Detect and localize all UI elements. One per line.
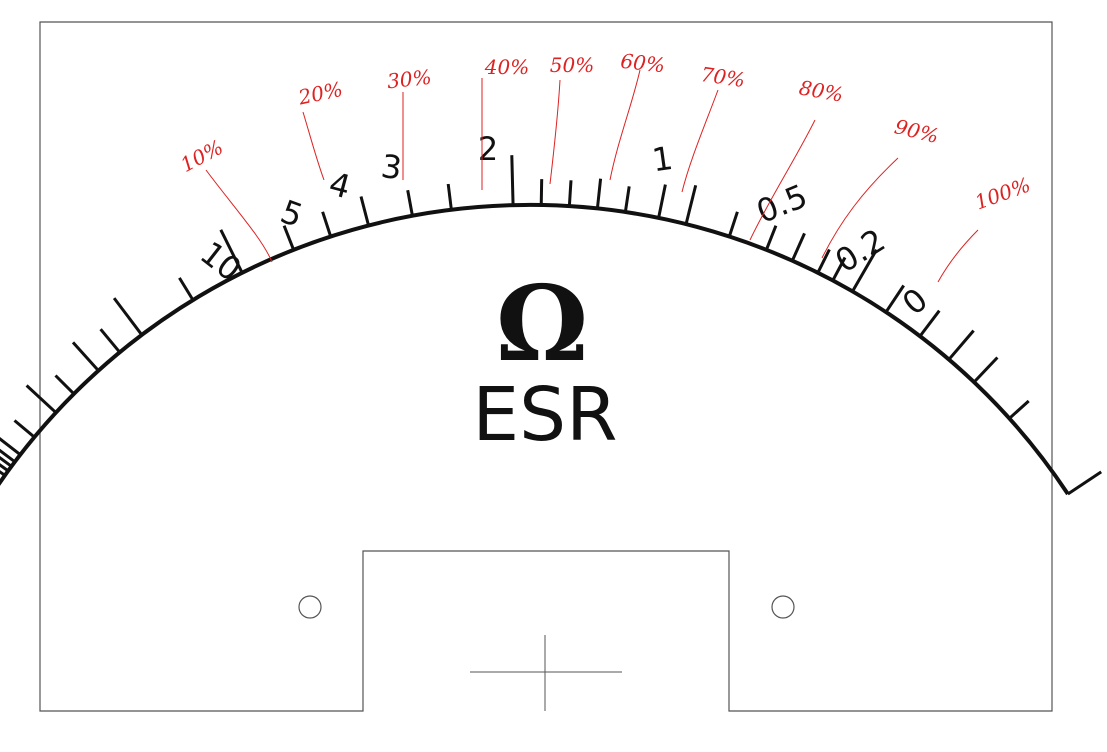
scale-tick (539, 179, 544, 207)
scale-tick (71, 341, 101, 373)
ohm-label-2: 2 (478, 130, 498, 168)
scale-tick (25, 384, 58, 415)
mounting-hole-right (771, 595, 795, 619)
scale-tick (918, 309, 941, 338)
scale-tick (595, 178, 603, 210)
scale-tick (567, 180, 573, 208)
annotation-line-70 (681, 89, 719, 193)
scale-tick (656, 184, 667, 220)
percent-label-20: 20% (295, 77, 344, 110)
scale-endcap-right (1067, 470, 1103, 496)
scale-tick (510, 155, 515, 207)
panel-outline (39, 21, 1053, 712)
scale-tick (684, 184, 698, 226)
ohm-label-0: 0 (895, 280, 935, 322)
percent-label-40: 40% (484, 55, 529, 79)
scale-tick (446, 183, 453, 211)
scale-tick (0, 455, 14, 469)
esr-label: ESR (472, 372, 617, 458)
scale-tick (178, 277, 195, 302)
scale-tick (99, 328, 122, 355)
percent-label-50: 50% (550, 53, 594, 77)
scale-tick (54, 374, 76, 396)
ohm-label-0-5: 0.5 (751, 177, 812, 231)
scale-tick (816, 248, 831, 275)
percent-label-90: 90% (892, 114, 941, 148)
annotation-line-50 (549, 79, 561, 185)
scale-tick (13, 419, 37, 439)
scale-tick (0, 470, 7, 478)
scale-tick (112, 297, 144, 337)
scale-tick (850, 249, 878, 294)
percent-label-60: 60% (619, 49, 666, 78)
ohm-label-4: 4 (325, 164, 355, 206)
scale-tick (0, 437, 23, 457)
ohm-label-5: 5 (276, 192, 308, 235)
ohm-symbol: Ω (496, 262, 589, 385)
scale-tick (359, 196, 371, 227)
ohm-label-3: 3 (379, 147, 404, 187)
scale-tick (282, 225, 296, 252)
scale-tick (830, 256, 847, 283)
scale-tick (623, 186, 631, 214)
percent-label-80: 80% (797, 75, 845, 106)
annotation-line-100 (937, 229, 979, 283)
scale-tick (884, 284, 905, 314)
percent-label-30: 30% (386, 65, 433, 94)
scale-tick (972, 356, 999, 384)
annotation-line-80 (749, 119, 816, 241)
percent-label-10: 10% (176, 135, 227, 177)
scale-tick (947, 329, 975, 362)
scale-ticks (0, 155, 1030, 478)
scale-endcaps (1067, 470, 1103, 496)
scale-tick (727, 211, 739, 238)
annotation-line-90 (821, 157, 899, 259)
percent-label-70: 70% (699, 62, 746, 92)
scale-tick (790, 232, 806, 263)
scale-tick (0, 463, 10, 473)
percent-annotations (205, 69, 979, 283)
scale-tick (321, 211, 333, 238)
ohm-label-1: 1 (650, 139, 675, 179)
scale-tick (0, 448, 17, 464)
scale-tick (764, 225, 778, 252)
mounting-hole-left (298, 595, 322, 619)
annotation-line-10 (205, 169, 273, 263)
scale-arc (0, 202, 1070, 496)
ohm-label-10: 10 (193, 234, 248, 289)
scale-tick (1007, 399, 1030, 421)
scale-tick (406, 189, 415, 218)
annotation-line-60 (609, 69, 641, 181)
percent-label-100: 100% (972, 172, 1034, 214)
annotation-line-20 (302, 111, 325, 181)
scale-tick (219, 229, 244, 275)
